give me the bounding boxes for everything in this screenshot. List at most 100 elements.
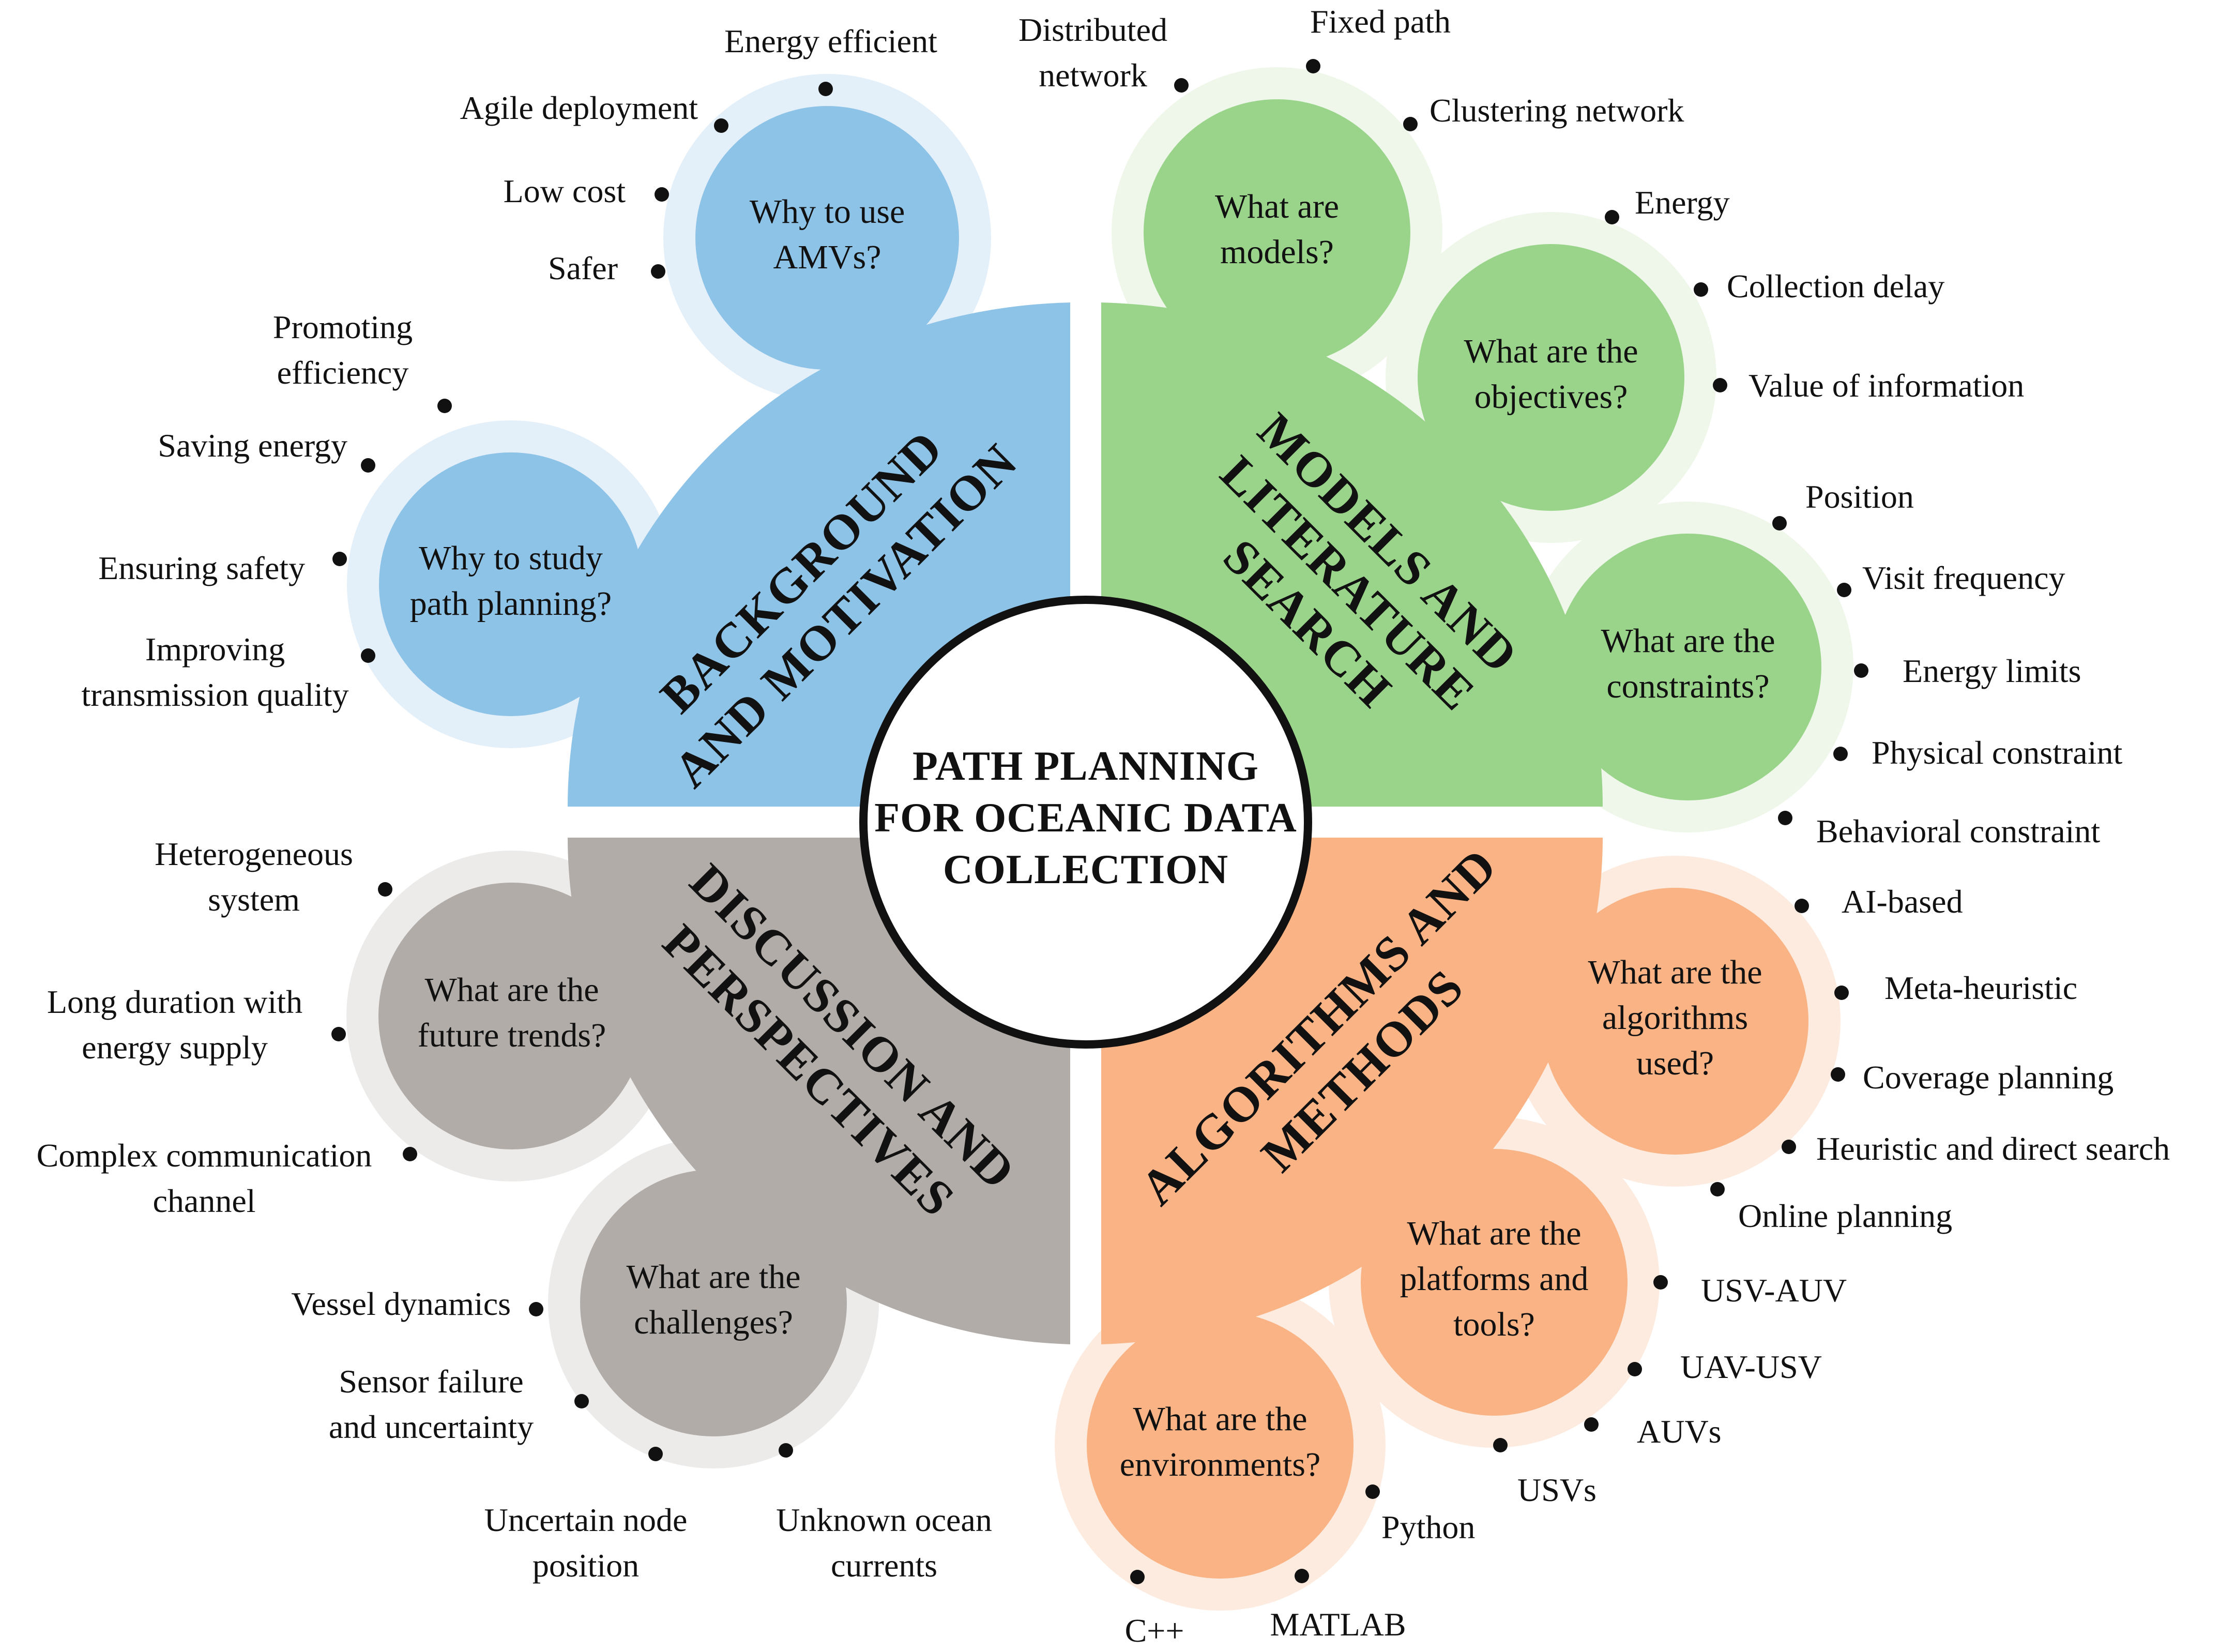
bullet-dot — [1710, 1182, 1725, 1196]
bullet-dot — [655, 187, 669, 202]
bullet-dot — [1778, 811, 1792, 825]
question-why-path: Why to study path planning? — [410, 539, 612, 623]
bullet-dot — [1833, 747, 1848, 761]
bullet-dot — [378, 882, 392, 897]
bullet-dot — [1831, 1067, 1845, 1082]
question-objectives-q-line: What are the — [1464, 332, 1638, 370]
bullet-dot — [1837, 583, 1851, 597]
item-label: Energy efficient — [724, 23, 937, 59]
bullet-dot — [1365, 1484, 1380, 1499]
question-environments-q-line: environments? — [1120, 1446, 1321, 1483]
item-label-line: Collection delay — [1727, 268, 1944, 305]
item-label: Improving transmission quality — [81, 631, 348, 713]
bubble-models-q — [1144, 99, 1410, 366]
item-label-line: Complex communication — [37, 1137, 372, 1174]
center-circle — [859, 596, 1312, 1049]
item-label-line: Position — [1805, 478, 1914, 515]
item-label: Online planning — [1738, 1198, 1952, 1234]
question-objectives-q-line: objectives? — [1474, 378, 1628, 416]
bullet-dot — [1493, 1438, 1508, 1452]
bullet-dot — [1628, 1362, 1642, 1376]
center-title-line: PATH PLANNING — [913, 744, 1259, 789]
item-label-line: Vessel dynamics — [291, 1285, 511, 1322]
item-label-line: Python — [1381, 1509, 1475, 1545]
item-label-line: Improving — [145, 631, 285, 668]
bullet-dot — [403, 1147, 417, 1161]
bullet-dot — [1772, 516, 1787, 531]
item-label-line: Distributed — [1018, 11, 1167, 48]
bullet-dot — [651, 264, 665, 279]
item-label: C++ — [1125, 1612, 1184, 1649]
item-label-line: efficiency — [277, 354, 409, 391]
bullet-dot — [437, 399, 452, 413]
item-label: USVs — [1517, 1472, 1596, 1508]
item-label-line: USVs — [1517, 1472, 1596, 1508]
center-title-line: COLLECTION — [943, 847, 1228, 892]
item-label-line: Low cost — [504, 173, 626, 209]
item-label-line: Sensor failure — [339, 1363, 523, 1400]
item-label: Behavioral constraint — [1816, 813, 2100, 850]
item-label-line: position — [533, 1547, 639, 1584]
item-label-line: Meta-heuristic — [1884, 969, 2077, 1006]
item-label: UAV-USV — [1680, 1348, 1822, 1385]
item-label: Position — [1805, 478, 1914, 515]
bullet-dot — [361, 648, 375, 663]
question-objectives-q: What are the objectives? — [1464, 332, 1638, 416]
bullet-dot — [714, 118, 728, 133]
bullet-dot — [1295, 1569, 1309, 1583]
question-models-q-line: What are — [1215, 188, 1339, 225]
bullet-dot — [529, 1302, 543, 1316]
bullet-dot — [779, 1443, 793, 1458]
item-label: Clustering network — [1430, 92, 1684, 129]
item-label-line: Safer — [548, 250, 618, 286]
item-label: Complex communication channel — [37, 1137, 372, 1219]
question-why-path-line: path planning? — [410, 585, 612, 623]
bullet-dot — [1403, 117, 1418, 131]
item-label-line: currents — [831, 1547, 937, 1584]
item-label-line: Long duration with — [47, 983, 302, 1020]
bullet-dot — [1854, 663, 1868, 678]
center-title-line: FOR OCEANIC DATA — [874, 795, 1297, 841]
bubble-why-amvs — [695, 106, 959, 370]
item-label: Meta-heuristic — [1884, 969, 2077, 1006]
question-platforms-q-line: What are the — [1407, 1215, 1581, 1252]
item-label: Safer — [548, 250, 618, 286]
item-label: Saving energy — [158, 427, 347, 464]
item-label: Physical constraint — [1872, 734, 2122, 771]
item-label-line: energy supply — [82, 1029, 268, 1066]
question-platforms-q-line: platforms and — [1400, 1260, 1589, 1298]
item-label: Low cost — [504, 173, 626, 209]
question-platforms-q-line: tools? — [1453, 1306, 1535, 1343]
item-label: Coverage planning — [1863, 1059, 2113, 1096]
item-label-line: Energy — [1635, 184, 1730, 221]
bubble-challenges-q — [580, 1170, 847, 1436]
item-label-line: Behavioral constraint — [1816, 813, 2100, 850]
item-label-line: Fixed path — [1310, 3, 1451, 40]
item-label-line: transmission quality — [81, 676, 348, 713]
item-label-line: Visit frequency — [1862, 559, 2065, 596]
question-algorithms-q-line: algorithms — [1602, 999, 1748, 1037]
bubble-objectives-q — [1418, 244, 1684, 511]
item-label-line: Heuristic and direct search — [1816, 1130, 2170, 1167]
question-why-path-line: Why to study — [419, 539, 603, 577]
bullet-dot — [1584, 1417, 1599, 1432]
item-label: Python — [1381, 1509, 1475, 1545]
item-label-line: channel — [153, 1183, 256, 1219]
bullet-dot — [1653, 1275, 1668, 1290]
item-label-line: Value of information — [1748, 367, 2024, 404]
item-label: Collection delay — [1727, 268, 1944, 305]
item-label-line: MATLAB — [1270, 1606, 1406, 1643]
item-label-line: Ensuring safety — [98, 550, 305, 586]
item-label-line: Clustering network — [1430, 92, 1684, 129]
